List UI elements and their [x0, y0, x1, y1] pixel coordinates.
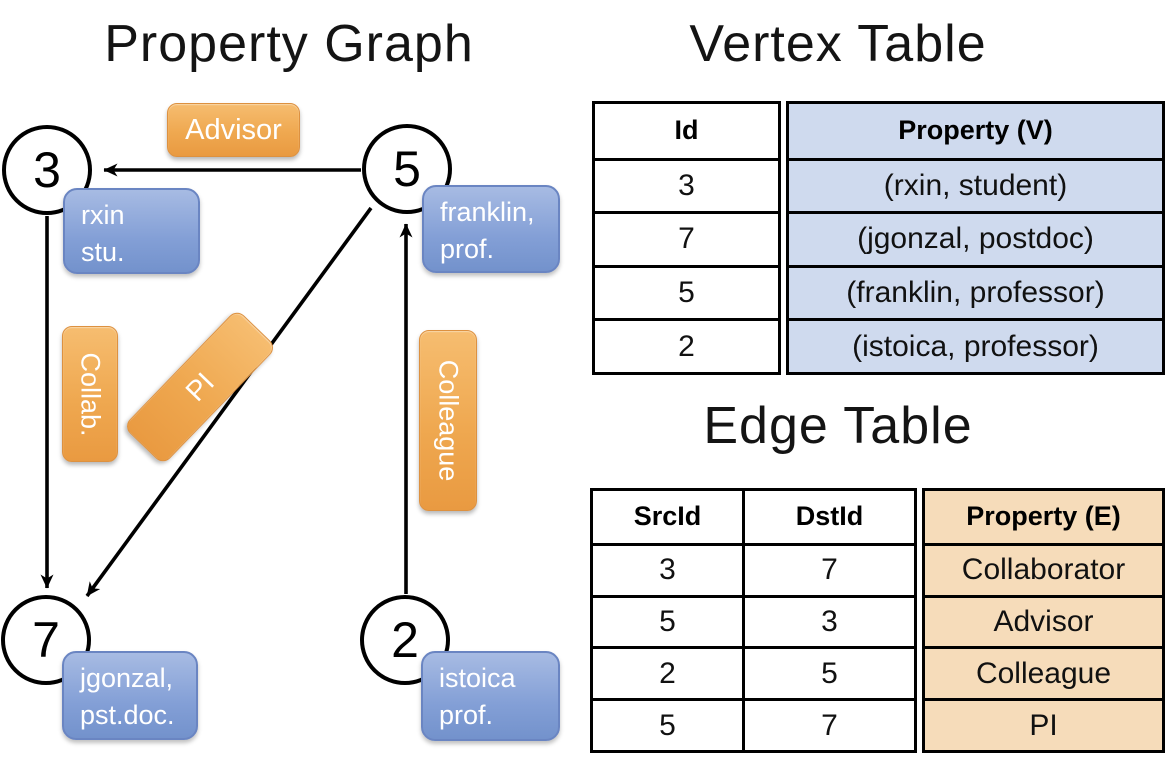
property-graph-title: Property Graph — [104, 15, 474, 73]
vertex-property-line: prof. — [440, 234, 495, 264]
edge-label-collab: Collab. — [62, 326, 118, 462]
vertex-property-label-2: istoica prof. — [421, 651, 560, 741]
vertex-property-label-7: jgonzal, pst.doc. — [62, 651, 198, 740]
vertex-property-line: rxin — [81, 200, 125, 230]
vertex-property-line: prof. — [439, 700, 494, 730]
node-id-label: 5 — [393, 141, 421, 197]
table-cell: (rxin, student) — [789, 157, 1162, 212]
node-id-label: 2 — [391, 612, 419, 668]
graph-node-2: 2 — [360, 595, 450, 685]
table-cell: (jgonzal, postdoc) — [789, 211, 1162, 265]
vertex-table-id-column: Id 3 7 5 2 — [592, 101, 781, 375]
vertex-property-label-5: franklin, prof. — [422, 185, 560, 273]
table-cell: 5 — [595, 264, 778, 319]
vertex-table-title: Vertex Table — [689, 15, 987, 73]
table-cell: 2 — [595, 318, 778, 372]
vertex-property-line: pst.doc. — [80, 700, 175, 730]
vertex-table-property-column: Property (V) (rxin, student) (jgonzal, p… — [786, 101, 1165, 375]
table-cell: Collaborator — [925, 542, 1162, 595]
table-cell: 3 — [742, 594, 914, 647]
graph-node-5: 5 — [362, 124, 452, 214]
table-cell: Colleague — [925, 646, 1162, 698]
edge-label-text: Collab. — [75, 351, 106, 437]
vertex-property-line: franklin, — [440, 197, 535, 227]
edge-line-pi — [85, 206, 373, 598]
edge-table-title: Edge Table — [703, 397, 973, 455]
table-cell: (istoica, professor) — [789, 318, 1162, 372]
edge-table-header-property: Property (E) — [966, 501, 1121, 532]
vertex-property-line: istoica — [439, 663, 516, 693]
table-cell: Advisor — [925, 594, 1162, 647]
table-cell: 7 — [595, 211, 778, 265]
graph-edges — [40, 163, 413, 598]
vertex-table-header-id: Id — [674, 115, 699, 146]
edge-label-text: Advisor — [185, 113, 282, 146]
vertex-property-line: stu. — [81, 237, 125, 267]
table-cell: (franklin, professor) — [789, 264, 1162, 319]
table-cell: 5 — [593, 594, 742, 647]
vertex-property-label-3: rxin stu. — [63, 188, 200, 274]
table-cell: 3 — [593, 542, 742, 595]
edge-label-colleague: Colleague — [419, 330, 477, 511]
table-cell: 7 — [742, 698, 914, 750]
edge-label-text: Colleague — [433, 359, 464, 482]
node-id-label: 3 — [33, 142, 61, 198]
edge-table-property-column: Property (E) Collaborator Advisor Collea… — [922, 488, 1165, 753]
table-cell: 7 — [742, 542, 914, 595]
vertex-table-header-property: Property (V) — [898, 115, 1053, 146]
table-cell: 2 — [593, 646, 742, 698]
edge-table-header-srcid: SrcId — [633, 501, 702, 532]
edge-table-header-dstid: DstId — [742, 491, 914, 543]
table-cell: 5 — [742, 646, 914, 699]
table-cell: 5 — [593, 698, 742, 750]
table-cell: PI — [925, 698, 1162, 750]
vertex-property-line: jgonzal, — [80, 663, 174, 693]
edge-label-advisor: Advisor — [167, 103, 300, 157]
edge-label-text: PI — [179, 366, 220, 407]
table-cell: 3 — [595, 157, 778, 212]
edge-table-id-columns: SrcId DstId 3 7 5 3 2 5 5 7 — [590, 488, 917, 753]
node-id-label: 7 — [32, 612, 60, 668]
